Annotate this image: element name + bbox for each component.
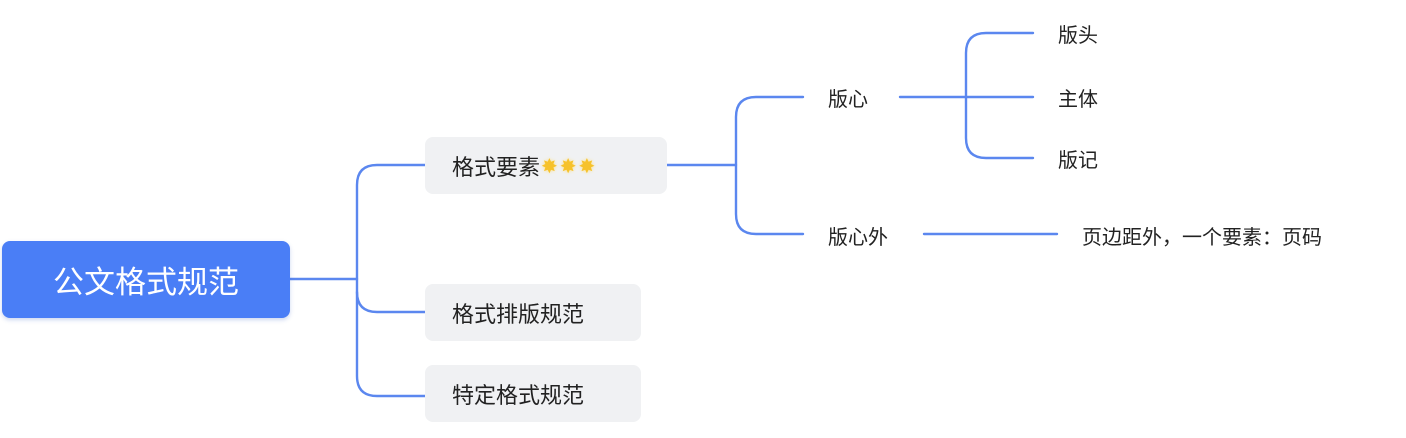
subtopic-outside-core[interactable]: 版心外 [828, 218, 888, 252]
branch-format-elements[interactable]: 格式要素 ✸ ✸ ✸ [425, 137, 667, 194]
leaf-page-number[interactable]: 页边距外，一个要素：页码 [1082, 218, 1322, 252]
connector-to-core [734, 95, 805, 236]
connector-to-head [964, 31, 1035, 160]
connector-to-elements [355, 163, 427, 398]
star-icon: ✸ [578, 153, 596, 178]
subtopic-label: 版心 [828, 86, 868, 111]
branch-special-format-spec[interactable]: 特定格式规范 [425, 365, 641, 422]
connector-to-layout [355, 290, 427, 314]
leaf-label: 主体 [1058, 86, 1098, 111]
star-icon: ✸ [541, 153, 558, 178]
branch-label: 格式排版规范 [452, 302, 585, 328]
subtopic-label: 版心外 [828, 224, 888, 249]
branch-label: 特定格式规范 [452, 383, 585, 409]
rating-stars: ✸ ✸ ✸ [541, 156, 597, 176]
root-label: 公文格式规范 [53, 265, 239, 301]
leaf-label: 版头 [1058, 22, 1098, 47]
leaf-footer-mark[interactable]: 版记 [1058, 141, 1098, 175]
leaf-body[interactable]: 主体 [1058, 80, 1098, 114]
branch-layout-spec[interactable]: 格式排版规范 [425, 284, 641, 341]
star-icon: ✸ [559, 153, 577, 178]
branch-label: 格式要素 [452, 155, 541, 181]
leaf-label: 页边距外，一个要素：页码 [1082, 224, 1322, 249]
leaf-label: 版记 [1058, 147, 1098, 172]
leaf-header[interactable]: 版头 [1058, 16, 1098, 50]
subtopic-core-area[interactable]: 版心 [828, 80, 868, 114]
root-node[interactable]: 公文格式规范 [2, 241, 290, 318]
